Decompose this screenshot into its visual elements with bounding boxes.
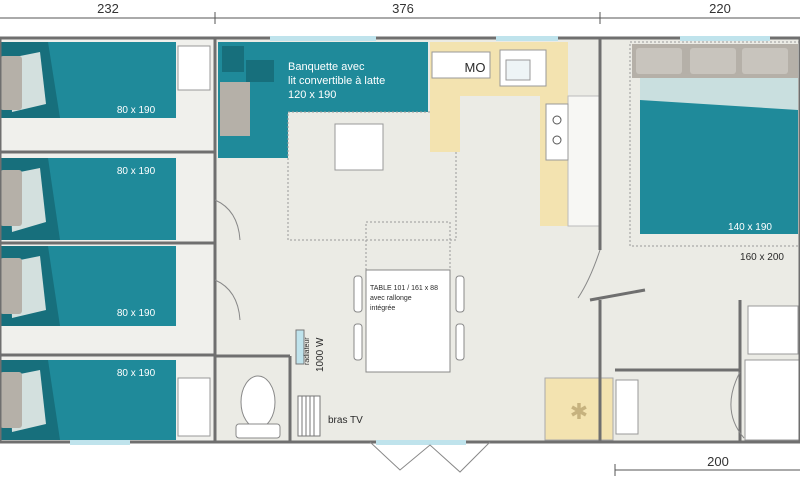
shower [744, 359, 800, 441]
heater-label: 1000 W [315, 337, 326, 372]
washbasin [747, 305, 799, 355]
doors [214, 199, 745, 473]
table-label-2: avec rallonge [370, 295, 412, 302]
master-bed-size: 140 x 190 [728, 222, 772, 233]
living-rug-outline [287, 111, 457, 241]
dimension-top-right: 220 [709, 1, 731, 16]
dimension-lines [0, 12, 800, 476]
microwave-label: MO [465, 60, 486, 75]
towel-radiator [297, 395, 321, 437]
table-label-1: TABLE 101 / 161 x 88 [370, 285, 438, 292]
dimension-top-left: 232 [97, 1, 119, 16]
table-label-3: intégrée [370, 305, 395, 312]
bed-1 [0, 42, 176, 118]
fridge: ✱ [544, 377, 614, 441]
bed-3-size: 80 x 190 [117, 308, 156, 319]
toilet [235, 375, 281, 439]
bed-4 [0, 360, 176, 440]
bed-2-size: 80 x 190 [117, 166, 156, 177]
sofa-bed-label-3: 120 x 190 [288, 89, 336, 101]
bed-1-size: 80 x 190 [117, 105, 156, 116]
bed-2 [0, 158, 176, 240]
bed-3 [0, 246, 176, 326]
svg-text:✱: ✱ [570, 400, 588, 425]
bed-4-size: 80 x 190 [117, 368, 156, 379]
heater-small-label: radiateur [304, 337, 311, 365]
dimension-bottom-right: 200 [707, 454, 729, 469]
coffee-table [334, 123, 384, 171]
dimension-top-middle: 376 [392, 1, 414, 16]
kitchen-cabinet-low [615, 379, 639, 435]
tv-arm-label: bras TV [328, 415, 363, 426]
windows [70, 36, 770, 445]
sofa-bed [218, 42, 428, 158]
heater [295, 329, 305, 365]
sofa-bed-label-2: lit convertible à latte [288, 75, 385, 87]
master-room-size: 160 x 200 [740, 252, 784, 263]
sofa-bed-label-1: Banquette avec [288, 61, 365, 73]
dining-table [353, 221, 465, 373]
master-bed [629, 41, 800, 247]
wardrobe-left [177, 45, 211, 437]
kitchen [430, 42, 601, 227]
